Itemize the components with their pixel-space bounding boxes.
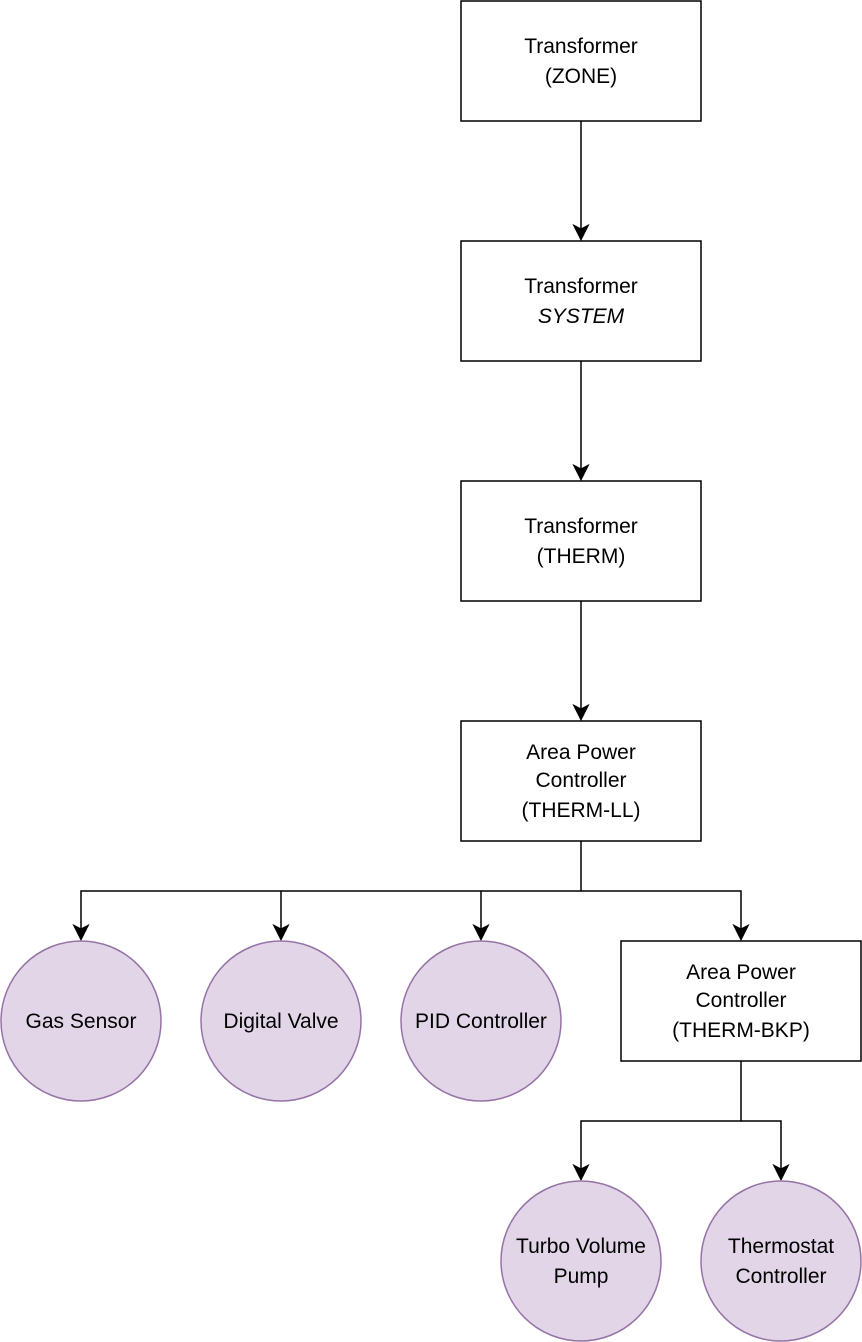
node-box (460, 0, 702, 122)
node-digital-valve[interactable]: Digital Valve (200, 940, 362, 1102)
node-circle (0, 940, 162, 1102)
edge-therm-bkp-to-turbo-pump (580, 1061, 742, 1169)
node-label-line1: PID Controller (415, 1010, 547, 1033)
node-pid-controller[interactable]: PID Controller (400, 940, 562, 1102)
arrowhead-thermostat (772, 1163, 790, 1182)
node-box (460, 480, 702, 602)
node-box (460, 240, 702, 362)
node-thermostat-controller[interactable]: Thermostat Controller (700, 1180, 862, 1342)
arrowhead-system (572, 223, 590, 242)
arrowhead-gas-sensor (72, 923, 90, 942)
edges (72, 121, 790, 1182)
node-box (620, 940, 862, 1062)
node-label-line1: Digital Valve (223, 1010, 338, 1033)
node-label-line1: Thermostat (728, 1235, 834, 1258)
arrowhead-therm-ll (572, 703, 590, 722)
node-transformer-zone[interactable]: Transformer (ZONE) (460, 0, 702, 122)
node-label-line2: Controller (535, 769, 626, 792)
arrowhead-therm-bkp (732, 923, 750, 942)
edge-therm-bkp-to-thermostat (741, 1120, 782, 1169)
node-transformer-therm[interactable]: Transformer (THERM) (460, 480, 702, 602)
arrowhead-pid-controller (472, 923, 490, 942)
node-label-line2: Controller (735, 1265, 826, 1288)
arrowhead-turbo-pump (572, 1163, 590, 1182)
node-label-line3: (THERM-BKP) (672, 1019, 810, 1042)
node-label-line1: Turbo Volume (516, 1235, 646, 1258)
node-apc-therm-ll[interactable]: Area Power Controller (THERM-LL) (460, 720, 702, 842)
node-apc-therm-bkp[interactable]: Area Power Controller (THERM-BKP) (620, 940, 862, 1062)
node-label-line1: Transformer (524, 275, 638, 298)
edge-therm-ll-to-gas-sensor (80, 841, 582, 929)
node-label-line1: Area Power (526, 741, 636, 764)
edge-therm-ll-to-therm-bkp (581, 890, 742, 929)
node-circle (400, 940, 562, 1102)
node-box (460, 720, 702, 842)
node-label-line1: Gas Sensor (26, 1010, 137, 1033)
arrowhead-digital-valve (272, 923, 290, 942)
arrowhead-therm (572, 463, 590, 482)
node-label-line1: Area Power (686, 961, 796, 984)
node-transformer-system[interactable]: Transformer SYSTEM (460, 240, 702, 362)
node-circle (200, 940, 362, 1102)
node-label-line2: Controller (695, 989, 786, 1012)
node-gas-sensor[interactable]: Gas Sensor (0, 940, 162, 1102)
node-label-line1: Transformer (524, 515, 638, 538)
node-label-line2: (THERM) (537, 545, 626, 568)
node-label-line3: (THERM-LL) (522, 799, 641, 822)
node-label-line2: (ZONE) (545, 65, 617, 88)
node-label-line2: SYSTEM (538, 305, 625, 328)
node-circle (500, 1180, 662, 1342)
node-circle (700, 1180, 862, 1342)
node-turbo-volume-pump[interactable]: Turbo Volume Pump (500, 1180, 662, 1342)
node-label-line1: Transformer (524, 35, 638, 58)
node-label-line2: Pump (554, 1265, 609, 1288)
